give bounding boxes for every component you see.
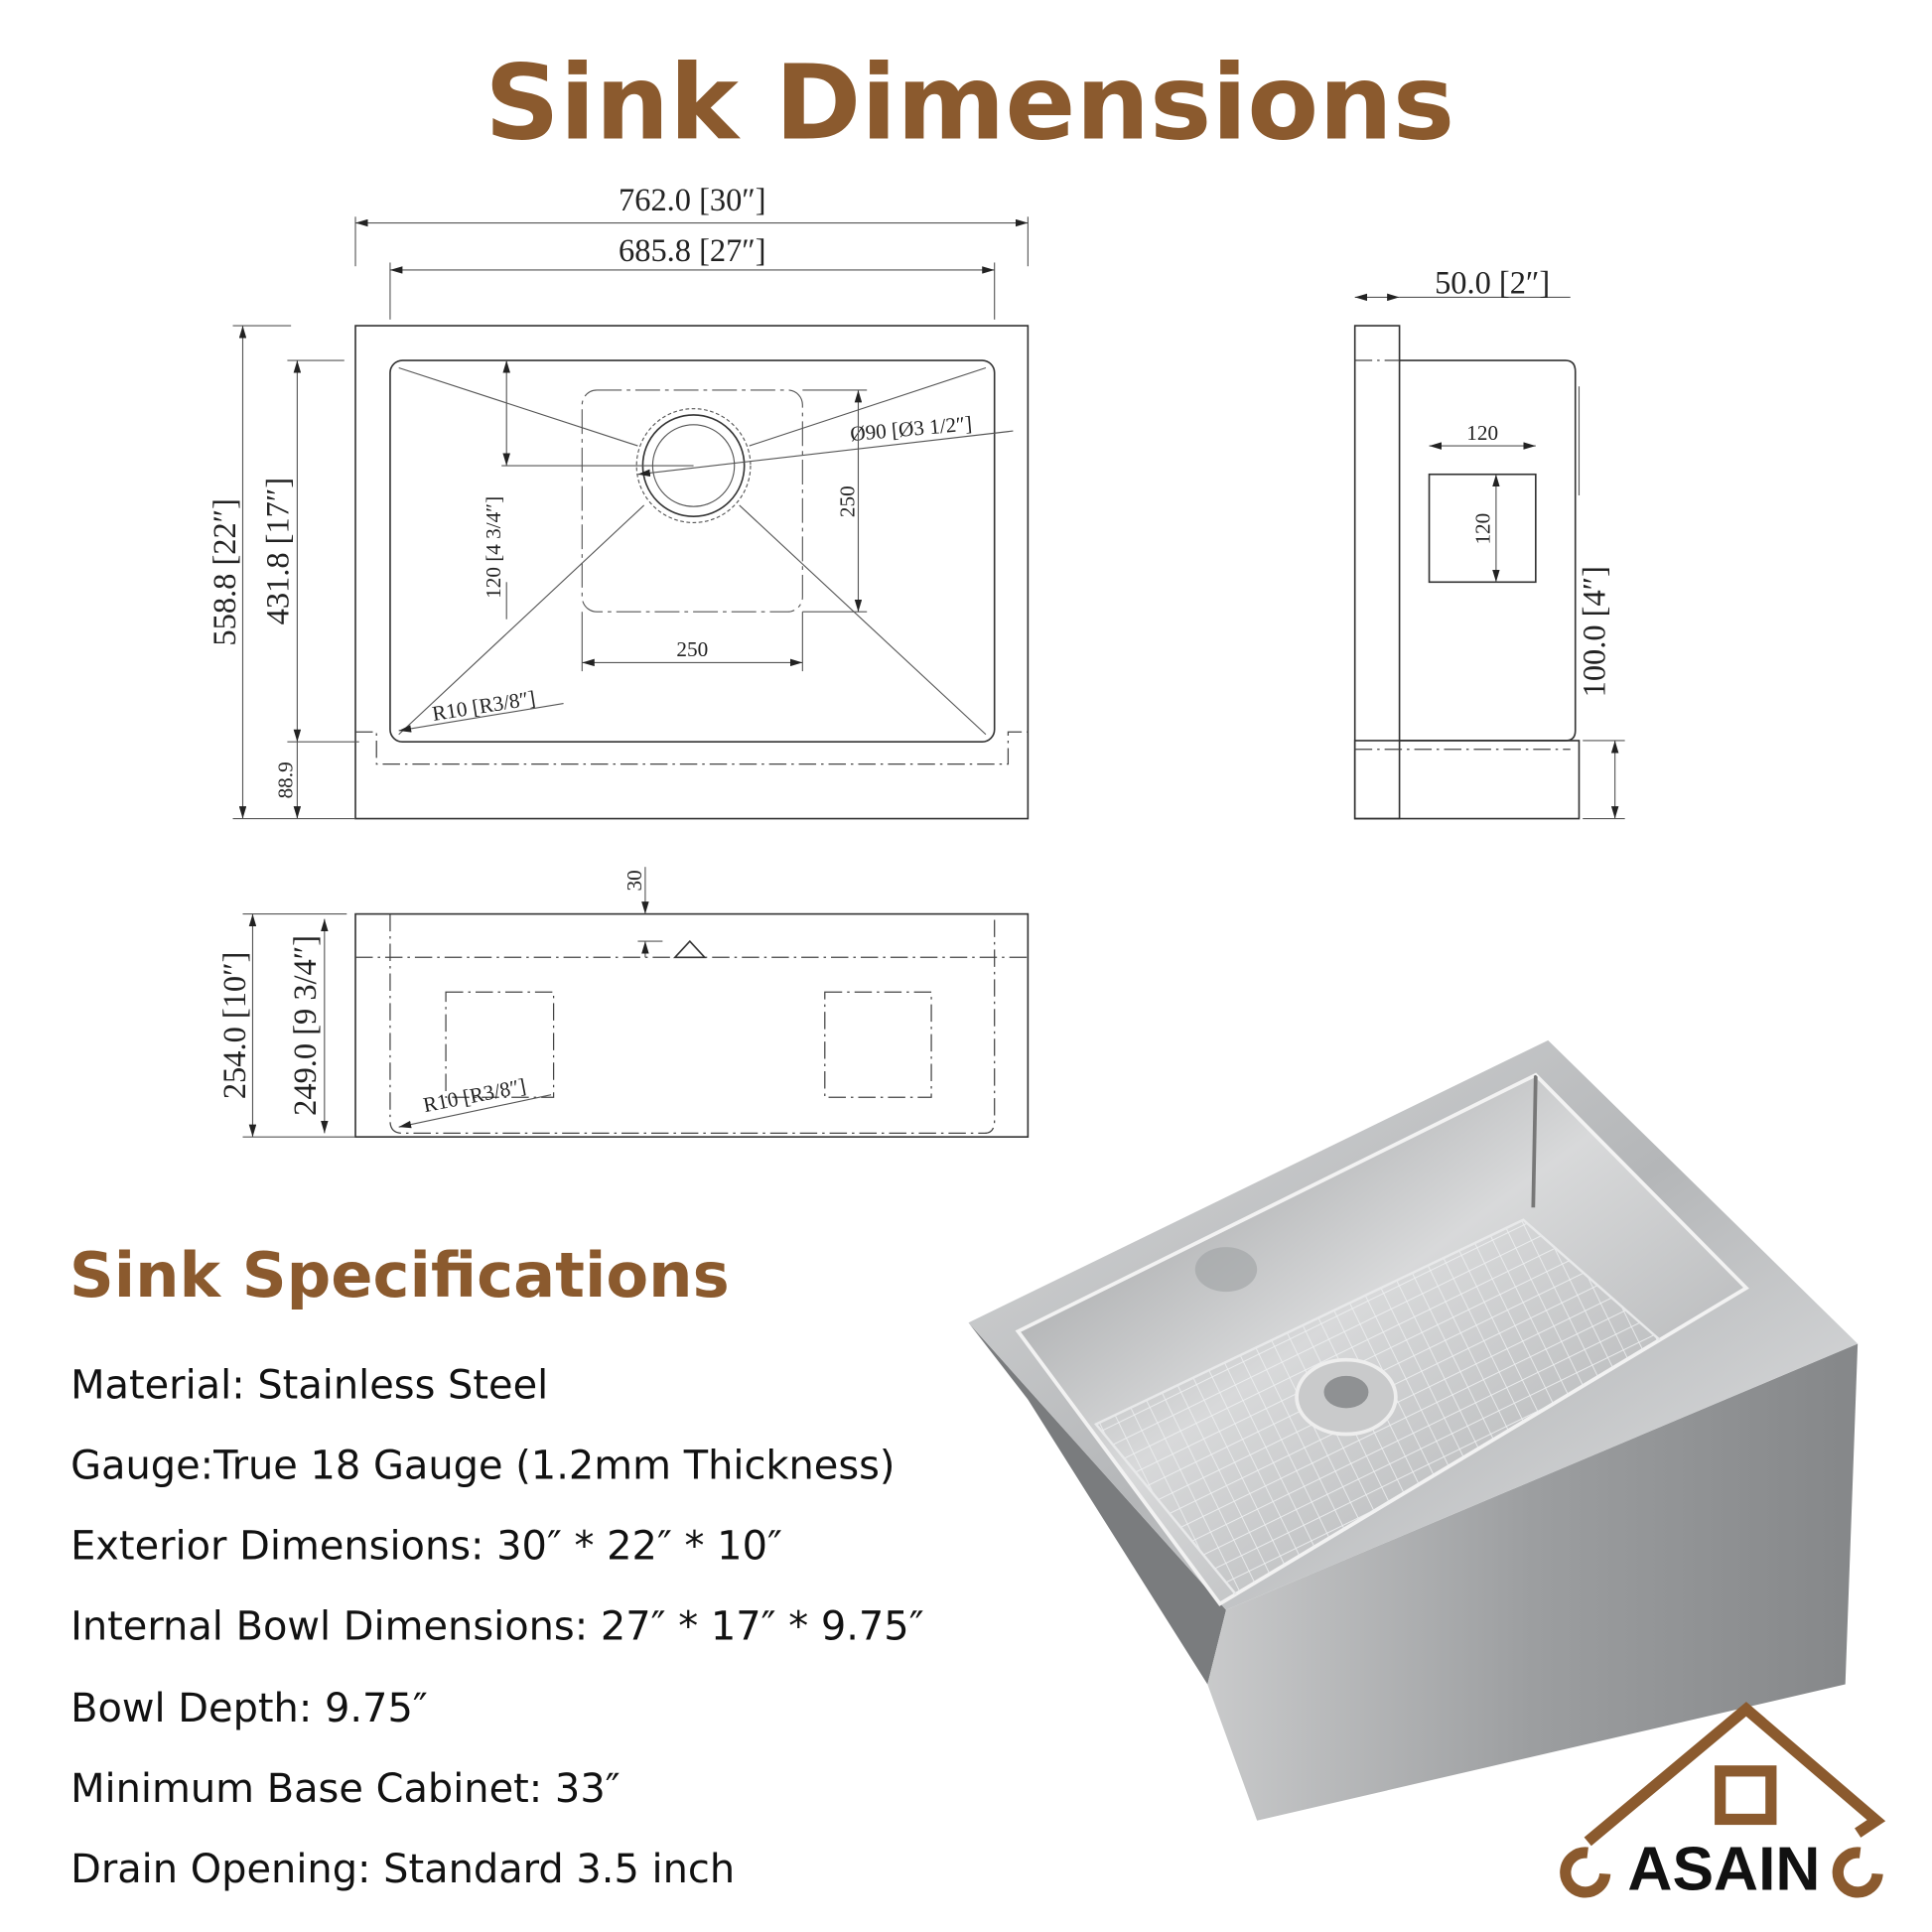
- spec-item: Internal Bowl Dimensions: 27″ * 17″ * 9.…: [70, 1604, 924, 1650]
- spec-item: Minimum Base Cabinet: 33″: [70, 1766, 621, 1812]
- spec-item: Exterior Dimensions: 30″ * 22″ * 10″: [70, 1524, 782, 1570]
- logo-o-right-icon: [1832, 1847, 1883, 1898]
- side-view-drawing: 50.0 [2″] 120 120 100.0 [4″]: [1353, 266, 1625, 820]
- dim-bowl-width: 685.8 [27″]: [619, 233, 766, 269]
- dim-logo-offset: 30: [622, 870, 646, 891]
- logo-c-left-icon: [1560, 1847, 1611, 1898]
- side-cutout: [1428, 473, 1537, 584]
- sink-product-image: [968, 1039, 1859, 1821]
- dim-bowl-depth: 431.8 [17″]: [261, 478, 297, 625]
- casaino-logo: ASAIN: [1560, 1702, 1886, 1904]
- front-view-drawing: 30 254.0 [10″] 249.0 [9 3/4″] R10 [R3/8″…: [217, 867, 1030, 1138]
- dim-drain-area-width: 250: [676, 637, 708, 661]
- dim-overall-width: 762.0 [30″]: [619, 183, 766, 218]
- spec-item: Bowl Depth: 9.75″: [70, 1686, 428, 1731]
- dim-apron-height: 100.0 [4″]: [1578, 566, 1613, 697]
- dim-cutout-height: 120: [1471, 513, 1495, 545]
- dim-apron-offset: 88.9: [273, 761, 297, 798]
- dim-cutout-width: 120: [1466, 421, 1498, 445]
- drain-area: [581, 389, 803, 613]
- dim-drain-offset: 120 [4 3/4″]: [482, 496, 505, 599]
- outer-outline: [354, 325, 1030, 820]
- dim-drain-area-height: 250: [836, 485, 860, 517]
- spec-list: Material: Stainless Steel Gauge:True 18 …: [70, 1362, 924, 1892]
- top-view-drawing: 762.0 [30″] 685.8 [27″] 558.8 [22″] 431.…: [207, 183, 1030, 820]
- page-title: Sink Dimensions: [484, 43, 1454, 164]
- dim-corner-radius: R10 [R3/8″]: [431, 686, 537, 726]
- spec-item: Drain Opening: Standard 3.5 inch: [70, 1847, 735, 1892]
- logo-letters: ASAIN: [1627, 1836, 1820, 1904]
- dim-overall-height: 254.0 [10″]: [217, 952, 253, 1100]
- dim-overall-depth: 558.8 [22″]: [207, 498, 243, 646]
- spec-item: Gauge:True 18 Gauge (1.2mm Thickness): [70, 1443, 895, 1488]
- specs-heading: Sink Specifications: [69, 1239, 730, 1311]
- dim-bowl-height: 249.0 [9 3/4″]: [288, 935, 324, 1116]
- dim-rim-width: 50.0 [2″]: [1435, 266, 1550, 302]
- bowl-outline: [389, 359, 996, 744]
- logo-mark-icon: [673, 939, 707, 959]
- spec-item: Material: Stainless Steel: [70, 1362, 548, 1408]
- dim-drain-diameter: Ø90 [Ø3 1/2″]: [849, 411, 973, 446]
